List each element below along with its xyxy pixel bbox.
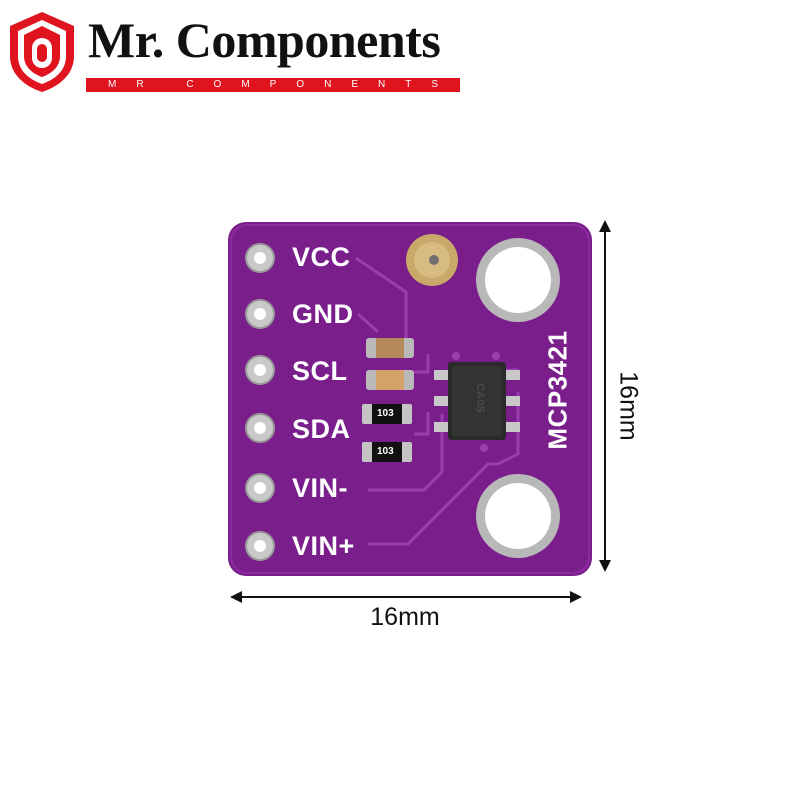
resistor-code-1: 103	[377, 408, 394, 419]
shield-logo-icon	[10, 12, 74, 92]
width-dimension-label: 16mm	[370, 603, 440, 631]
width-dimension-arrow	[230, 591, 582, 603]
pin-label-scl: SCL	[292, 356, 348, 386]
vias	[452, 352, 500, 452]
mcp3421-board: VCC GND SCL SDA VIN- VIN+ 103 103 CA0S M…	[228, 222, 592, 576]
board-graphic	[228, 222, 592, 576]
board-title-text: MCP3421	[542, 330, 573, 450]
height-dimension-text: 16mm	[614, 371, 643, 441]
resistors	[362, 404, 412, 462]
mounting-holes	[476, 238, 560, 558]
test-pad	[406, 234, 458, 286]
pin-label-vin-plus: VIN+	[292, 531, 355, 561]
pin-pads	[245, 243, 275, 561]
resistor-code-2: 103	[377, 446, 394, 457]
capacitors	[366, 338, 414, 390]
height-dimension-arrow	[599, 220, 611, 572]
brand-name: Mr. Components	[88, 12, 441, 68]
pin-label-gnd: GND	[292, 299, 354, 329]
chip-marking: CA0S	[474, 383, 486, 413]
pin-label-sda: SDA	[292, 414, 351, 444]
brand-tagline-bar: MR COMPONENTS	[86, 78, 460, 92]
pin-label-vin-minus: VIN-	[292, 473, 348, 503]
brand-header: Mr. Components MR COMPONENTS	[0, 0, 470, 100]
pin-label-vcc: VCC	[292, 242, 351, 272]
brand-tagline: MR COMPONENTS	[108, 79, 458, 90]
mcp3421-chip	[434, 362, 520, 440]
